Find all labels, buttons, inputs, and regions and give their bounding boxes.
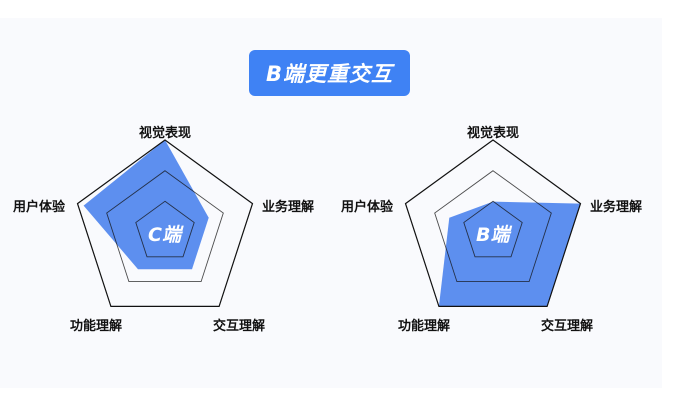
right-axis-label-ux: 用户体验 — [341, 200, 394, 215]
left-axis-label-ux: 用户体验 — [13, 200, 66, 215]
left-axis-label-interaction: 交互理解 — [213, 319, 266, 334]
radar-chart-b — [404, 139, 582, 307]
right-center-label: B端 — [476, 224, 510, 246]
radar-ring-0-1 — [135, 200, 195, 258]
title-badge: B端更重交互 — [249, 50, 410, 96]
radar-ring-1-2 — [434, 170, 552, 283]
right-axis-label-business: 业务理解 — [590, 200, 643, 215]
right-axis-label-visual: 视觉表现 — [467, 126, 520, 141]
left-axis-label-function: 功能理解 — [70, 319, 123, 334]
title-text: B端更重交互 — [265, 62, 393, 86]
radar-area-1 — [438, 201, 581, 307]
radar-chart-c — [76, 139, 254, 307]
left-axis-label-visual: 视觉表现 — [139, 126, 192, 141]
radar-ring-0-3 — [76, 139, 254, 307]
left-center-label: C端 — [148, 224, 181, 246]
right-axis-label-function: 功能理解 — [398, 319, 451, 334]
radar-area-0 — [83, 140, 209, 270]
radar-ring-1-1 — [463, 200, 523, 258]
radar-ring-1-3 — [404, 139, 582, 307]
right-axis-label-interaction: 交互理解 — [541, 319, 594, 334]
radar-ring-0-2 — [106, 170, 224, 283]
left-axis-label-business: 业务理解 — [262, 200, 315, 215]
